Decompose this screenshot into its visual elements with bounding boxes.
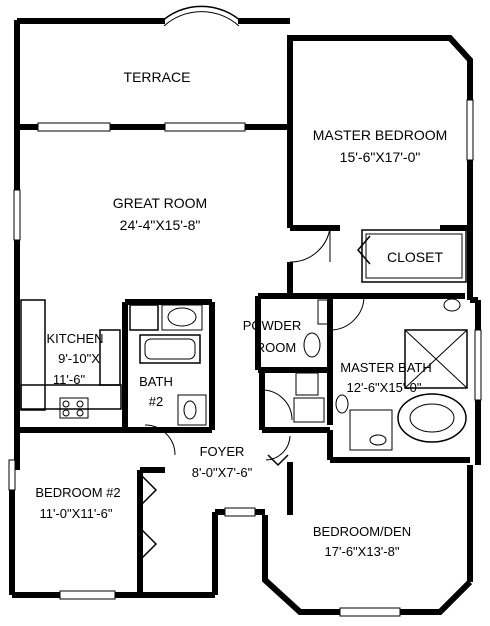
great-room-size: 24'-4"X15'-8" <box>120 217 201 233</box>
exterior-windows <box>8 99 482 617</box>
powder-room-label-1: POWDER <box>243 318 302 333</box>
master-bath-fixtures <box>335 298 468 451</box>
kitchen-size-2: 11'-6" <box>53 372 86 387</box>
terrace-arch <box>159 5 244 27</box>
bath2-label-1: BATH <box>139 374 173 389</box>
foyer-size: 8'-0"X7'-6" <box>192 465 253 480</box>
kitchen-label: KITCHEN <box>46 331 103 346</box>
master-bedroom-label: MASTER BEDROOM <box>313 127 448 143</box>
bedroom2-label: BEDROOM #2 <box>35 485 120 500</box>
bedroom2-size: 11'-0"X11'-6" <box>40 506 113 521</box>
closet <box>357 229 467 283</box>
kitchen-size-1: 9'-10"X <box>58 351 100 366</box>
bath2-fixtures <box>129 304 207 456</box>
kitchen-counters <box>20 299 122 419</box>
powder-fixtures <box>261 299 329 423</box>
foyer-label: FOYER <box>200 444 245 459</box>
terrace-label: TERRACE <box>124 69 191 85</box>
bedroom-den-door <box>265 435 291 467</box>
bath2-label-2: #2 <box>149 394 163 409</box>
powder-room-label-2: ROOM <box>256 340 296 355</box>
master-bath-size: 12'-6"X15'-0" <box>347 380 422 395</box>
bedroom-den-size: 17'-6"X13'-8" <box>325 544 400 559</box>
terrace-divider <box>17 122 290 132</box>
closet-label: CLOSET <box>387 249 443 265</box>
great-room-label: GREAT ROOM <box>113 195 207 211</box>
bedroom2-closet <box>141 475 158 559</box>
master-bath-label: MASTER BATH <box>340 360 432 375</box>
bedroom-den-label: BEDROOM/DEN <box>313 524 411 539</box>
master-bedroom-walls <box>287 38 470 263</box>
master-bedroom-size: 15'-6"X17'-0" <box>340 149 421 165</box>
interior-walls <box>17 262 470 595</box>
foyer-entry <box>224 507 256 517</box>
